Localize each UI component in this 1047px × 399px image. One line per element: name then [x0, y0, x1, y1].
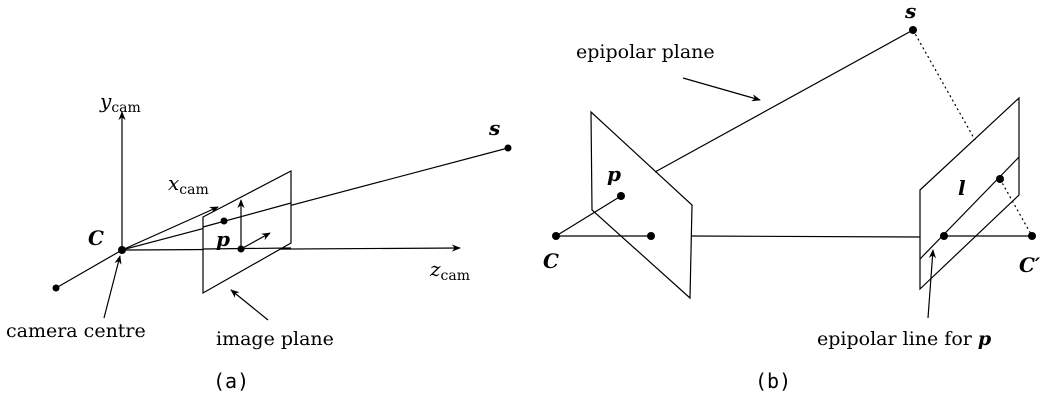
p-label-b: p — [607, 162, 621, 186]
z-cam-label: zcam — [429, 257, 470, 284]
x-cam-axis — [121, 206, 219, 251]
l-label-b: l — [958, 176, 966, 200]
C-label-b: C — [543, 249, 559, 273]
ray-to-s — [121, 147, 509, 251]
caption-b: (b) — [755, 369, 791, 393]
y-cam-label: ycam — [99, 89, 141, 116]
figure-b-points — [552, 26, 1036, 240]
image-plane-a — [202, 170, 292, 295]
baseline — [690, 235, 921, 238]
image-plane-label: image plane — [216, 328, 334, 350]
epipolar-line — [919, 156, 1020, 260]
point-l-b — [996, 175, 1004, 183]
left-image-plane — [590, 110, 693, 300]
ray-p-to-s — [654, 29, 914, 173]
figure-a-points — [52, 144, 512, 292]
point-s-b — [909, 26, 917, 34]
point-s-a — [504, 144, 512, 152]
camera-centre-arrow — [103, 255, 122, 319]
epipolar-line-arrow — [927, 249, 936, 319]
epipolar-plane-label: epipolar plane — [576, 41, 715, 63]
point-p-a — [220, 217, 228, 225]
ray-to-s-over-plane — [202, 202, 292, 228]
point-left-plane-b — [647, 232, 655, 240]
z-cam-axis — [121, 244, 461, 252]
dotted-s-to-plane — [912, 29, 976, 141]
x-cam-label: xcam — [168, 171, 209, 198]
point-x-end-a — [52, 284, 60, 292]
point-origin-image-a — [237, 245, 245, 253]
point-C-b — [552, 232, 560, 240]
right-image-plane — [919, 96, 1020, 291]
s-label-a: s — [488, 116, 500, 140]
point-C-prime-b — [1028, 232, 1036, 240]
caption-a: (a) — [213, 369, 249, 393]
C-label-a: C — [88, 226, 104, 250]
s-label-b: s — [904, 0, 916, 23]
z-axis-over-plane — [202, 247, 292, 250]
point-right-plane-b — [940, 232, 948, 240]
figure-b — [555, 29, 1033, 319]
C-prime-label-b: C′ — [1019, 253, 1041, 277]
dotted-l-to-C-prime — [999, 178, 1033, 237]
point-C-a — [118, 246, 126, 254]
figure-a — [55, 111, 509, 321]
epipolar-line-label: epipolar line for p — [817, 328, 992, 350]
C-to-p-line — [555, 195, 622, 237]
x-cam-axis-extension — [55, 249, 123, 289]
image-axis-right — [240, 232, 271, 250]
point-p-b — [617, 192, 625, 200]
camera-centre-label: camera centre — [6, 320, 146, 342]
image-plane-arrow — [230, 289, 269, 321]
p-label-a: p — [216, 227, 230, 251]
epipolar-plane-arrow — [682, 77, 761, 102]
